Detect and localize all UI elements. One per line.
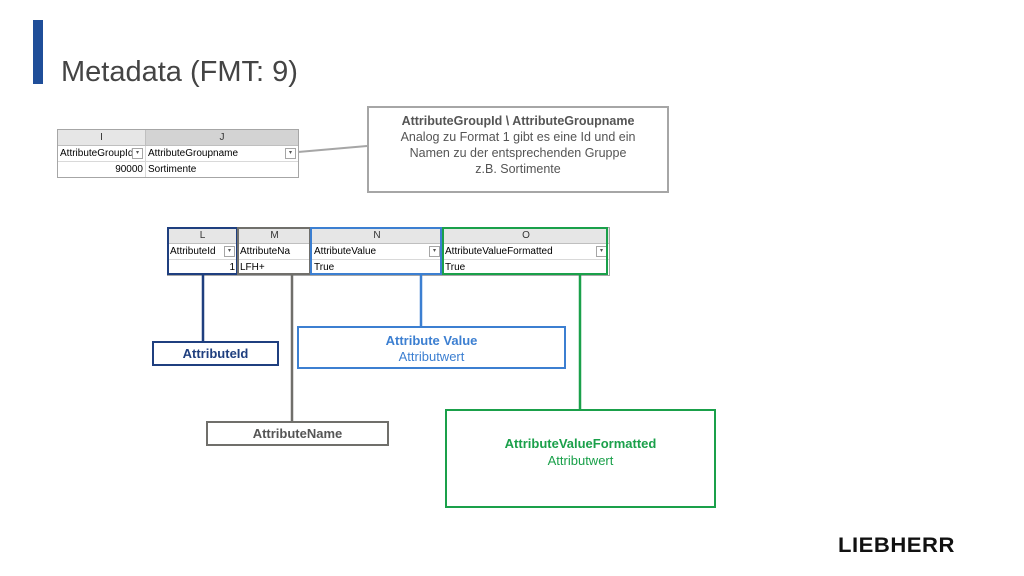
highlight-column-o <box>442 227 608 275</box>
filter-dropdown-icon[interactable]: ▾ <box>224 246 235 257</box>
table-cell[interactable]: AttributeGroupId▾ <box>58 146 146 161</box>
highlight-column-n <box>310 227 442 275</box>
cell-text: AttributeNa <box>240 246 291 257</box>
attribute-id-label: AttributeId <box>182 346 249 361</box>
attribute-value-formatted-title: AttributeValueFormatted <box>504 436 657 451</box>
group-callout-box: AttributeGroupId \ AttributeGroupname An… <box>367 106 669 193</box>
cell-text: AttributeValue <box>314 246 377 257</box>
column-header-o[interactable]: O <box>522 230 530 241</box>
attribute-name-label: AttributeName <box>252 426 343 441</box>
attribute-value-subtitle: Attributwert <box>398 349 465 364</box>
attribute-value-title: Attribute Value <box>385 333 478 348</box>
attribute-value-formatted-label-box: AttributeValueFormatted Attributwert <box>445 409 716 508</box>
highlight-column-l <box>167 227 238 275</box>
table-cell[interactable]: Sortimente <box>148 164 197 175</box>
column-header-j[interactable]: J <box>146 130 298 145</box>
slide-title: Metadata (FMT: 9) <box>61 56 298 88</box>
table-cell[interactable]: AttributeGroupname ▾ <box>146 146 298 161</box>
filter-dropdown-icon[interactable]: ▾ <box>429 246 440 257</box>
spreadsheet-group: I J AttributeGroupId▾ AttributeGroupname… <box>57 129 299 178</box>
attribute-value-label-box: Attribute Value Attributwert <box>297 326 566 369</box>
group-callout-title: AttributeGroupId \ AttributeGroupname <box>401 114 635 128</box>
group-callout-line: z.B. Sortimente <box>475 162 561 176</box>
table-cell[interactable]: True <box>445 262 466 273</box>
attribute-id-label-box: AttributeId <box>152 341 279 366</box>
attribute-value-formatted-subtitle: Attributwert <box>547 453 614 468</box>
filter-dropdown-icon[interactable]: ▾ <box>285 148 296 159</box>
attribute-name-label-box: AttributeName <box>206 421 389 446</box>
table-cell[interactable]: 90000 <box>58 162 146 177</box>
group-callout-line: Analog zu Format 1 gibt es eine Id und e… <box>400 130 636 144</box>
column-header-i[interactable]: I <box>58 130 146 145</box>
column-header-row: L M N O <box>168 228 609 244</box>
column-header-row: I J <box>58 130 298 146</box>
cell-text: AttributeValueFormatted <box>445 246 553 257</box>
table-row: 90000 Sortimente <box>58 162 298 177</box>
highlight-column-m <box>237 227 311 275</box>
liebherr-logo: LIEBHERR <box>838 534 955 557</box>
filter-dropdown-icon[interactable]: ▾ <box>132 148 143 159</box>
accent-bar <box>33 20 43 84</box>
cell-text: AttributeGroupId <box>60 148 134 159</box>
cell-text: AttributeId <box>170 246 216 257</box>
connector-group <box>297 145 368 153</box>
table-row: AttributeGroupId▾ AttributeGroupname▾ <box>58 146 298 162</box>
cell-text: AttributeGroupname <box>148 148 239 159</box>
group-callout-line: Namen zu der entsprechenden Gruppe <box>409 146 627 160</box>
